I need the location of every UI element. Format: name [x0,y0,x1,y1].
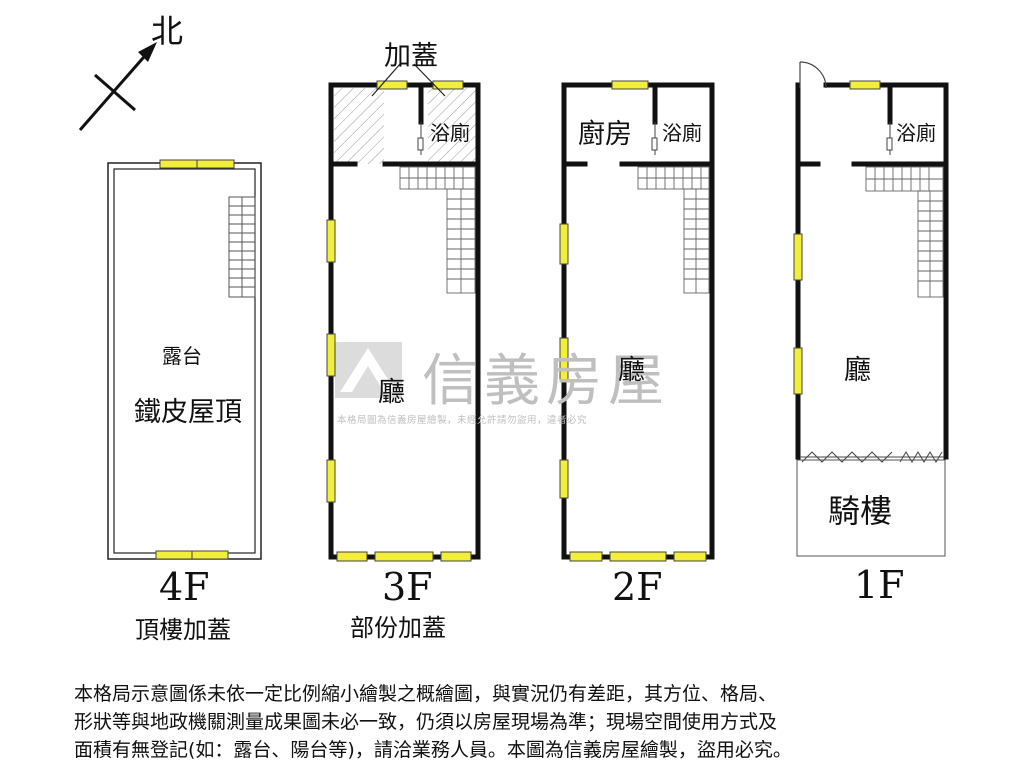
floor-2f-number: 2F [612,565,663,609]
entry-door-icon [799,61,827,89]
disclaimer-line-1: 本格局示意圖係未依一定比例縮小繪製之概繪圖，與實況仍有差距，其方位、格局、 [74,683,778,705]
floor-1f-stairs [865,166,944,298]
room-1f-bath-label: 浴廁 [896,121,936,145]
room-roof-label: 鐵皮屋頂 [134,397,242,428]
disclaimer-line-2: 形狀等與地政機關測量成果圖未必一致，仍須以房屋現場為準；現場空間使用方式及 [74,711,778,733]
floor-4f-plan [107,159,262,560]
disclaimer-line-3: 面積有無登記(如：露台、陽台等)，請洽業務人員。本圖為信義房屋繪製，盜用必究。 [74,739,792,761]
room-3f-bath-label: 浴廁 [430,121,470,145]
addition-leader-lines [371,63,446,97]
north-arrow-icon [78,42,157,131]
floor-2f-plan [559,80,715,562]
floor-2f-stairs [637,166,710,294]
room-2f-bath-label: 浴廁 [662,121,702,145]
room-terrace-label: 露台 [162,344,202,368]
floor-3f-number: 3F [382,565,433,609]
watermark-brand: 信義房屋 [422,349,670,414]
compass-north-label: 北 [151,12,184,50]
floor-1f-number: 1F [854,563,905,607]
room-2f-hall-label: 廳 [618,355,645,386]
room-kitchen-label: 廚房 [578,119,632,150]
floor-1f-plan [793,61,949,557]
watermark-logo-icon [335,342,402,398]
floor-4f-description: 頂樓加蓋 [135,616,231,644]
floor-3f-plan [326,63,481,562]
disclaimer-text: 本格局示意圖係未依一定比例縮小繪製之概繪圖，與實況仍有差距，其方位、格局、 形狀… [74,680,974,764]
floor-4f-stairs [228,196,256,298]
room-1f-hall-label: 廳 [844,355,871,386]
room-arcade-label: 騎樓 [828,492,893,530]
room-3f-hall-label: 廳 [378,377,405,408]
floor-3f-stairs [399,166,476,294]
floor-4f-number: 4F [159,565,210,609]
arcade-area [796,459,946,557]
floor-3f-description: 部份加蓋 [350,614,446,642]
room-addition-label: 加蓋 [384,41,438,72]
watermark-notice: 本格局圖為信義房屋繪製，未經允許請勿盜用，違者必究 [337,415,588,426]
